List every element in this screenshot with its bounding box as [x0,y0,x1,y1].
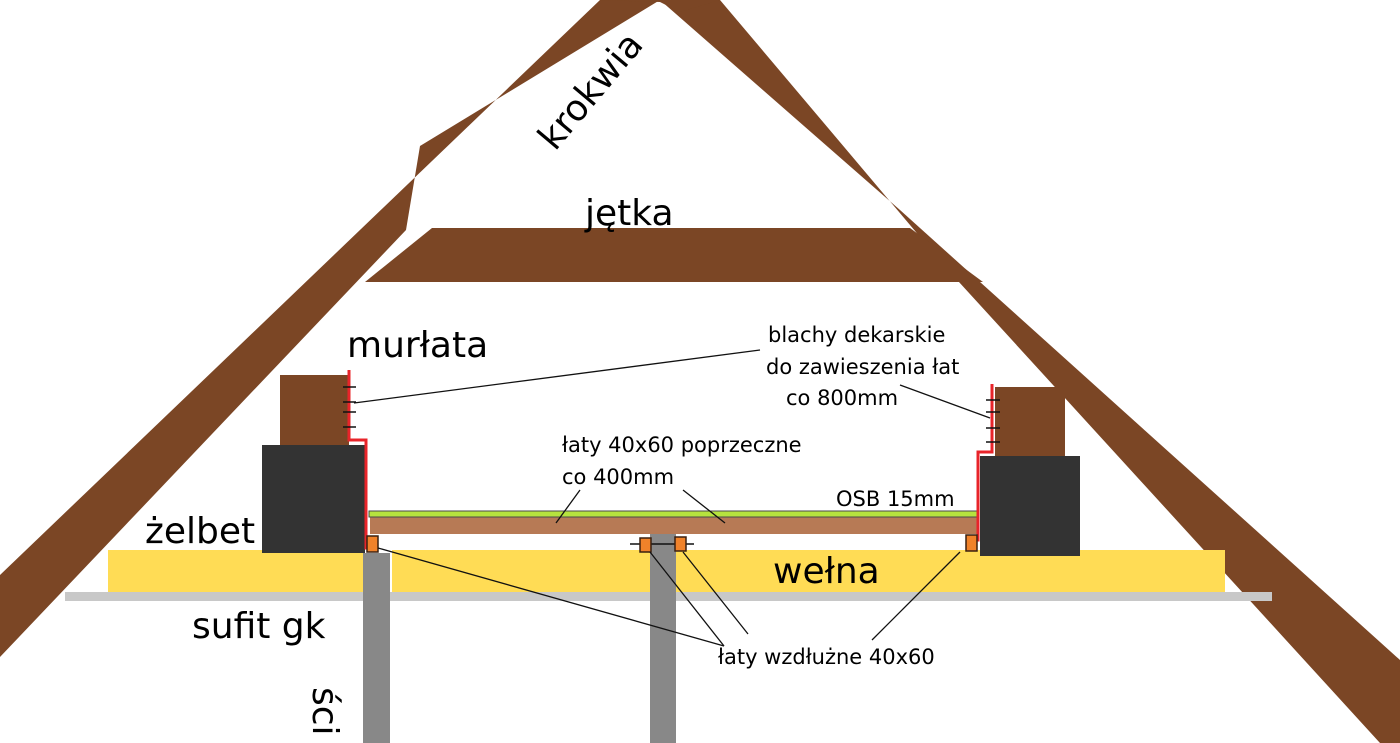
leader-lines [353,349,991,647]
apex-fill [600,0,720,12]
wall-plate-right [995,387,1065,456]
concrete-beam-left [262,445,365,553]
wool-layer [108,550,1225,592]
osb-board [368,510,979,518]
long-batten-2 [639,537,652,553]
long-batten-3 [674,536,687,552]
long-batten-1 [366,535,379,553]
osb-label: OSB 15mm [836,487,955,511]
ceiling-label: sufit gk [192,606,326,647]
concrete-label: żelbet [145,511,255,552]
wool-right [676,550,1225,592]
roofing-sheets-label-3: co 800mm [786,386,898,410]
longitudinal-battens-label: łaty wzdłużne 40x60 [718,645,935,669]
collar-beam [365,228,983,282]
cross-battens-label-1: łaty 40x60 poprzeczne [562,433,802,457]
wall-plate-label: murłata [347,325,488,366]
cross-battens-label-2: co 400mm [562,465,674,489]
wall-left [363,553,390,743]
longitudinal-battens [366,534,978,553]
long-batten-4 [965,534,978,552]
wool-middle [392,550,650,592]
wall-label: ści [304,687,345,736]
collar-beam-label: jętka [584,193,674,234]
rafter-label: krokwia [530,25,651,158]
wool-label: wełna [773,551,880,592]
wool-left [108,550,364,592]
cross-batten [370,516,977,534]
wall-plate-left [280,375,349,445]
roofing-sheets-label-1: blachy dekarskie [768,323,945,347]
concrete-beam-right [980,456,1080,556]
roofing-sheets-label-2: do zawieszenia łat [766,355,959,379]
